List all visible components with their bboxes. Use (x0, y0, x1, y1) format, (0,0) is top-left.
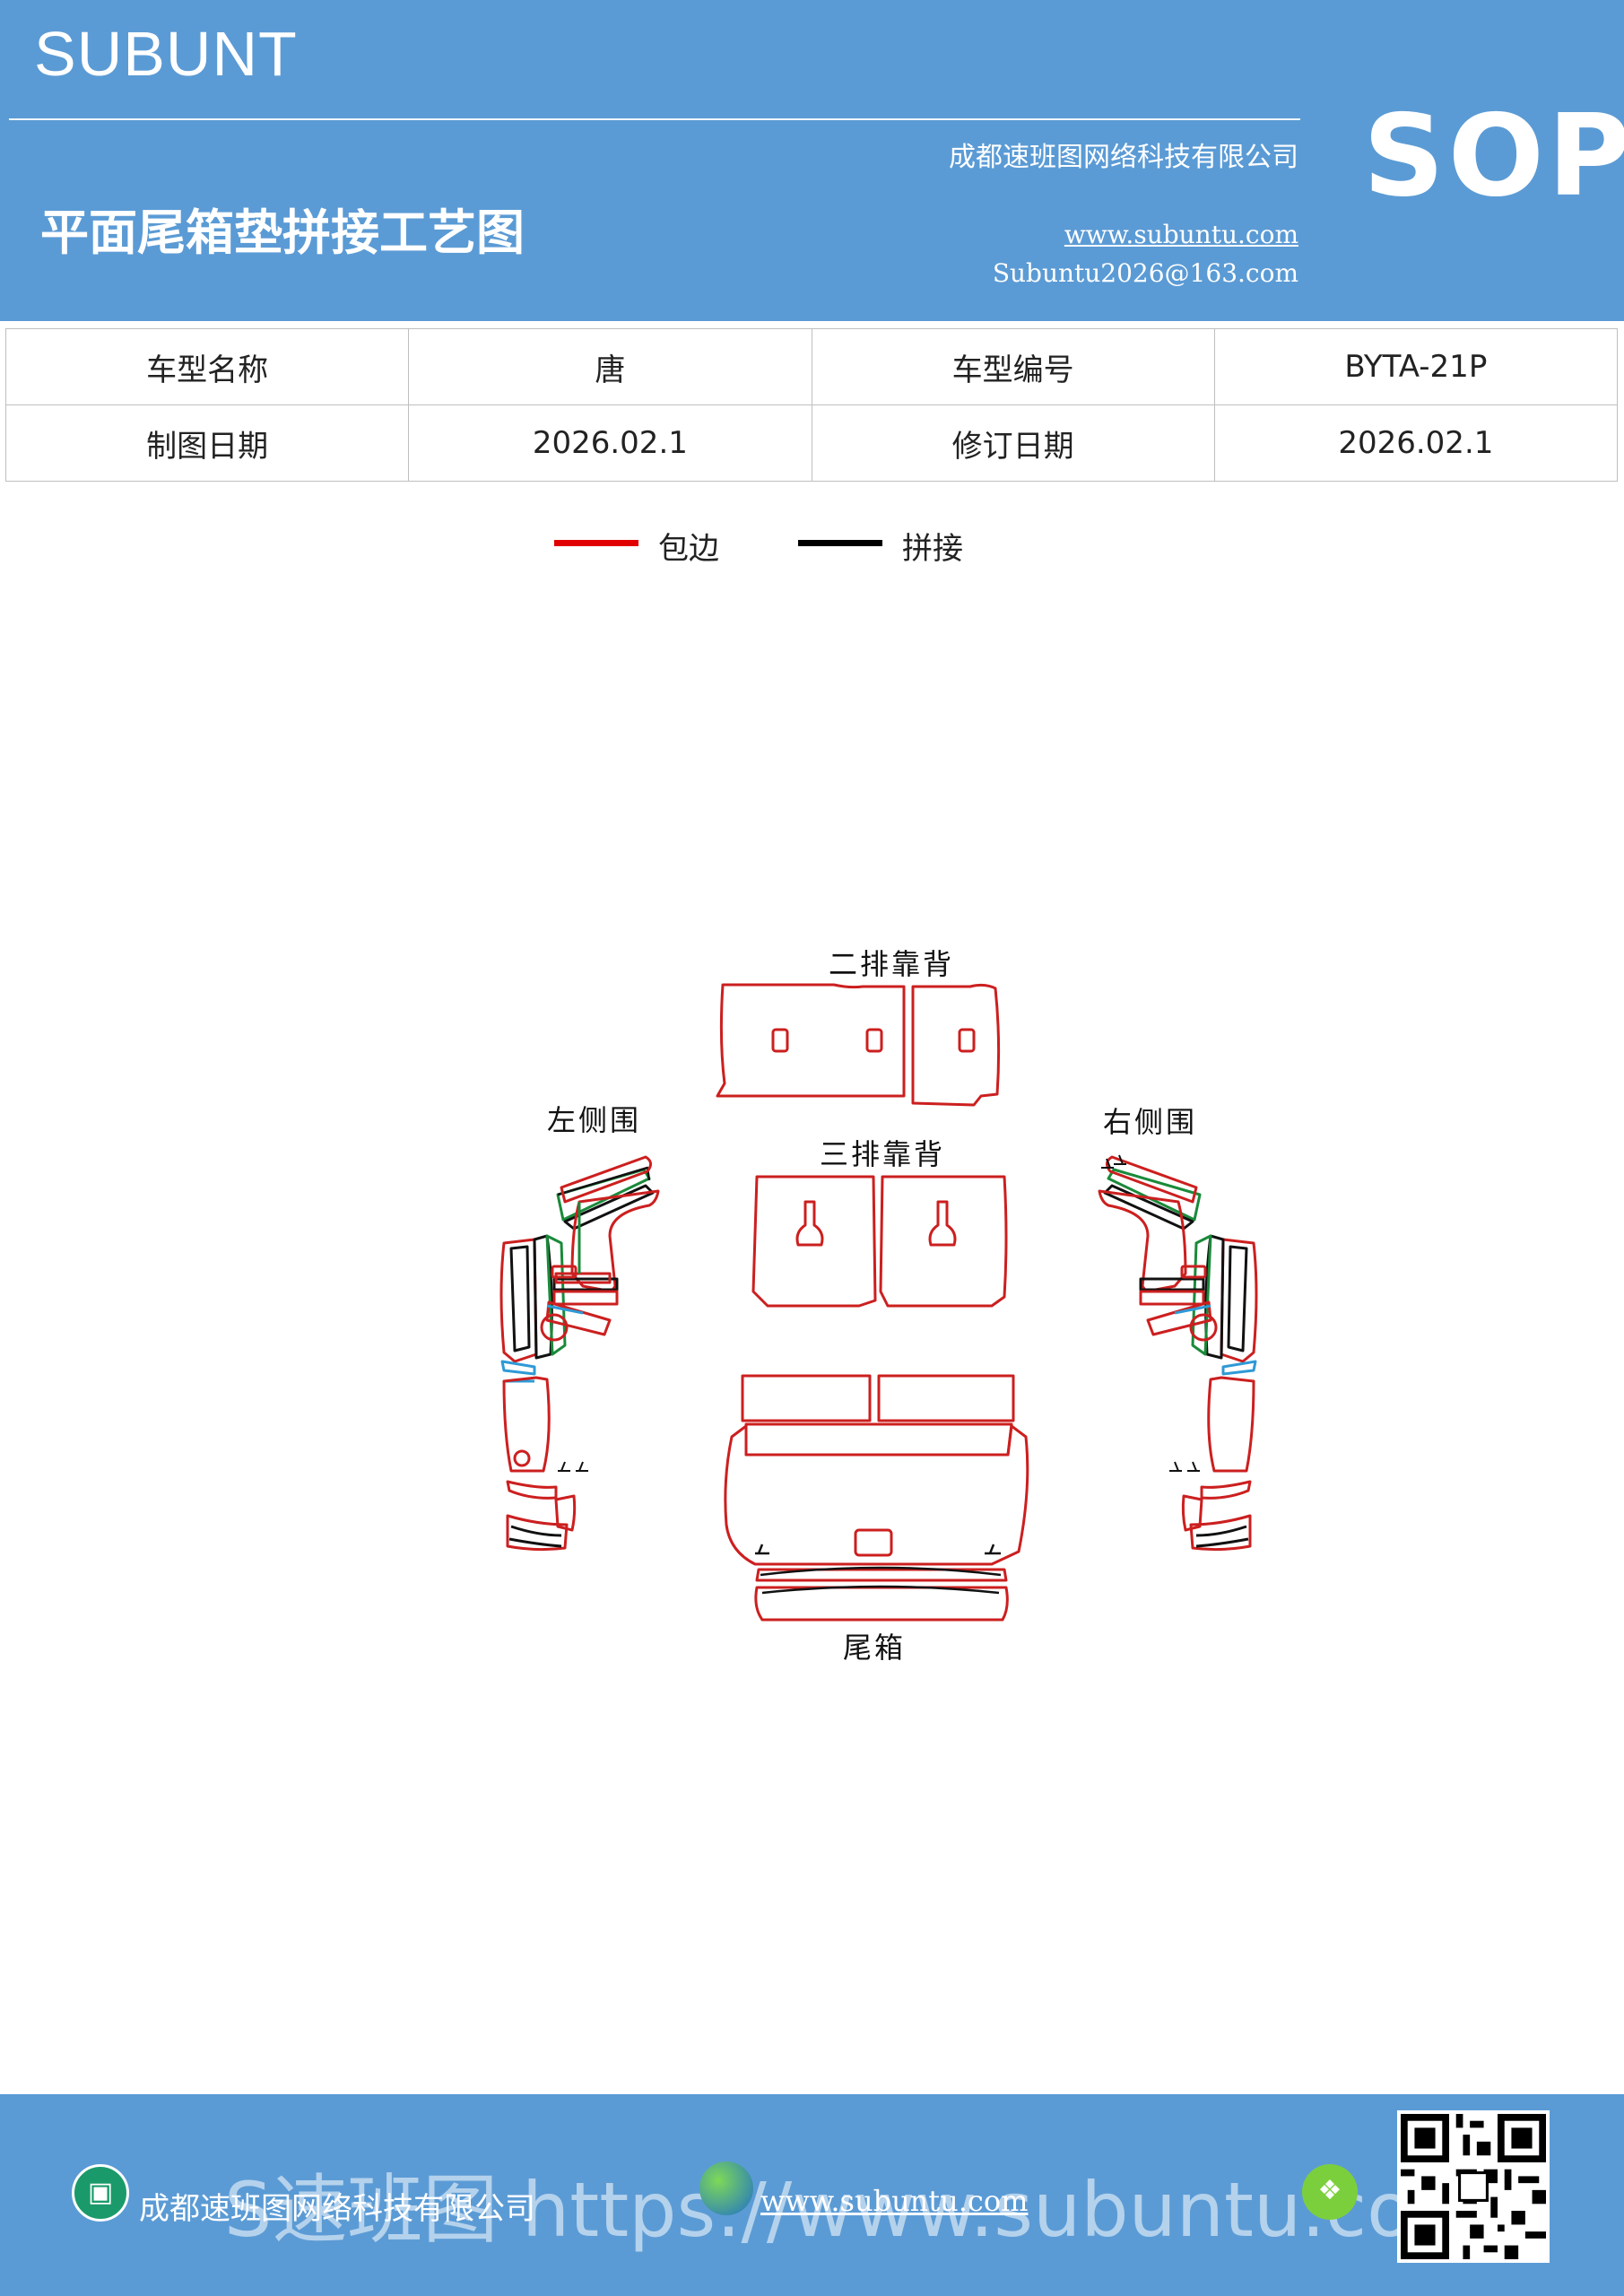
website-link[interactable]: www.subuntu.com (1064, 220, 1298, 249)
document-title: 平面尾箱垫拼接工艺图 (40, 204, 525, 261)
footer-company-name: 成都速班图网络科技有限公司 (139, 2191, 535, 2227)
mat-diagram: 二排靠背 三排靠背 左侧围 右侧围 尾箱 (421, 933, 1336, 1668)
left-side-panel (499, 1234, 588, 1552)
label-right-side-panel: 右侧围 (1103, 1105, 1198, 1139)
sop-badge: SOP (1363, 90, 1624, 222)
trunk-floor (724, 1374, 1029, 1622)
legend-swatch-red (554, 540, 638, 546)
footer-website-link[interactable]: www.subuntu.com (760, 2184, 1029, 2218)
brand-name: SUBUNT (34, 19, 298, 89)
value-model-name: 唐 (408, 328, 812, 405)
value-model-code: BYTA-21P (1213, 328, 1619, 405)
company-name: 成都速班图网络科技有限公司 (949, 142, 1298, 173)
legend-label-seam: 拼接 (902, 531, 963, 567)
qr-code (1397, 2110, 1550, 2263)
label-draw-date: 制图日期 (4, 404, 410, 482)
footer-banner: ▣ 成都速班图网络科技有限公司 S速班图 https://www.subuntu… (0, 2094, 1624, 2296)
wechat-icon: ❖ (1302, 2164, 1358, 2220)
legend-swatch-black (798, 540, 882, 546)
mat-pieces-drawing (499, 983, 1258, 1622)
footer-watermark-text: S速班图 https://www.subuntu.com (224, 2166, 1487, 2254)
email-address: Subuntu2026@163.com (992, 258, 1298, 288)
label-left-side-panel: 左侧围 (547, 1103, 642, 1137)
label-model-name: 车型名称 (4, 328, 410, 405)
label-third-row-backrest: 三排靠背 (820, 1137, 946, 1171)
table-row: 制图日期 2026.02.1 修订日期 2026.02.1 (4, 404, 1619, 482)
legend-label-edge: 包边 (658, 531, 719, 567)
label-second-row-backrest: 二排靠背 (829, 947, 955, 981)
left-side-upper (545, 1155, 660, 1336)
value-draw-date: 2026.02.1 (408, 404, 812, 482)
trunk-seams (755, 1544, 1002, 1595)
header-divider (9, 118, 1300, 120)
second-row-backrest (716, 983, 1001, 1107)
table-row: 车型名称 唐 车型编号 BYTA-21P (4, 328, 1619, 405)
third-row-backrest (751, 1175, 1008, 1308)
label-trunk: 尾箱 (843, 1631, 907, 1665)
header-banner: SUBUNT 平面尾箱垫拼接工艺图 成都速班图网络科技有限公司 www.subu… (0, 0, 1624, 321)
company-building-icon: ▣ (72, 2164, 129, 2222)
vehicle-info-table: 车型名称 唐 车型编号 BYTA-21P 制图日期 2026.02.1 修订日期… (4, 328, 1619, 482)
label-model-code: 车型编号 (811, 328, 1215, 405)
qr-code-pattern (1401, 2114, 1546, 2259)
label-revision-date: 修订日期 (811, 404, 1215, 482)
value-revision-date: 2026.02.1 (1213, 404, 1619, 482)
right-side-panel (1098, 1154, 1258, 1552)
globe-icon (699, 2161, 753, 2215)
